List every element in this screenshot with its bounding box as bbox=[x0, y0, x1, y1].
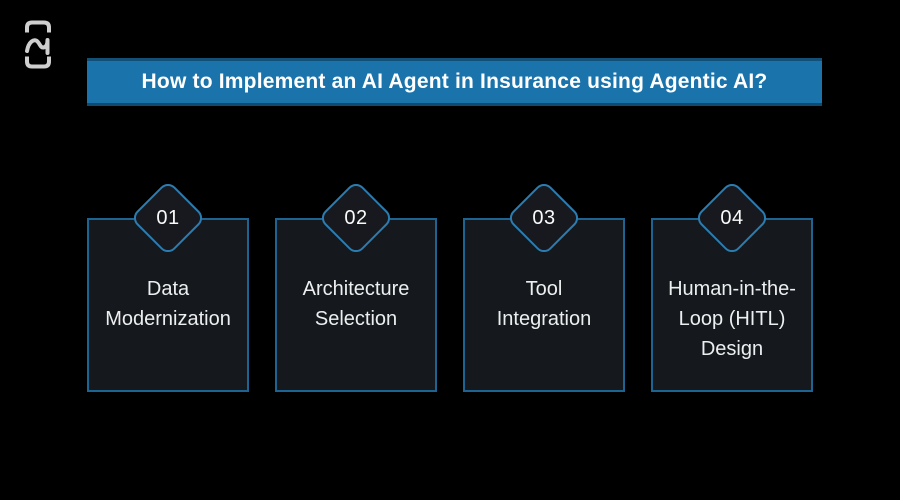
step-number: 02 bbox=[344, 206, 368, 229]
brand-logo-icon bbox=[25, 20, 51, 69]
step-number: 04 bbox=[720, 206, 744, 229]
step-card-3: Tool Integration 03 bbox=[463, 179, 625, 392]
step-label: Data Modernization bbox=[105, 278, 231, 330]
step-card-2: Architecture Selection 02 bbox=[275, 179, 437, 392]
title-banner: How to Implement an AI Agent in Insuranc… bbox=[87, 58, 822, 106]
step-label: Human-in-the- Loop (HITL) Design bbox=[668, 278, 796, 360]
page-title: How to Implement an AI Agent in Insuranc… bbox=[141, 70, 768, 93]
step-card-4: Human-in-the- Loop (HITL) Design 04 bbox=[651, 179, 813, 392]
steps-row: Data Modernization 01 Architecture Selec… bbox=[87, 179, 813, 392]
step-card-1: Data Modernization 01 bbox=[87, 179, 249, 392]
step-number: 03 bbox=[532, 206, 556, 229]
step-label: Tool Integration bbox=[496, 278, 592, 330]
step-label: Architecture Selection bbox=[302, 278, 410, 330]
step-number: 01 bbox=[156, 206, 180, 229]
